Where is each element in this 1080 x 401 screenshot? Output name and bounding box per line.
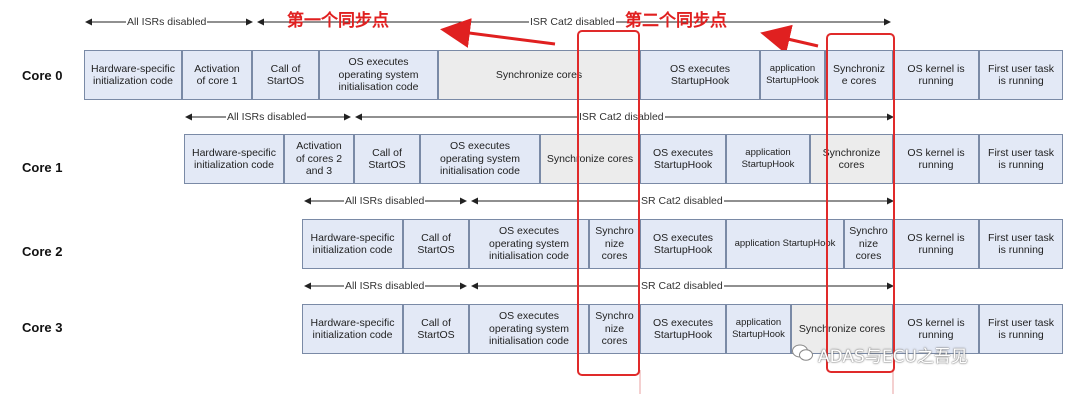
core-1-label: Core 1 [22,160,63,175]
core3-startuphook-block: OS executes StartupHook [640,304,726,354]
all-isrs-disabled-label-core3: All ISRs disabled [344,280,426,292]
core0-hw-init-block: Hardware-specific initialization code [84,50,182,100]
core3-hw-init-block: Hardware-specific initialization code [302,304,403,354]
core2-first-task-block: First user task is running [979,219,1063,269]
core0-sync-cores-2-block: Synchroniz e cores [825,50,893,100]
core3-os-init-block: OS executes operating system initialisat… [469,304,589,354]
core2-hw-init-block: Hardware-specific initialization code [302,219,403,269]
watermark-text: ADAS与ECU之吾见 [818,347,968,367]
core0-kernel-running-block: OS kernel is running [893,50,979,100]
core-0-label: Core 0 [22,68,63,83]
core1-os-init-block: OS executes operating system initialisat… [420,134,540,184]
core3-kernel-running-block: OS kernel is running [893,304,979,354]
sr-cat2-disabled-label-core2: SR Cat2 disabled [640,195,724,207]
core2-startuphook-block: OS executes StartupHook [640,219,726,269]
core2-sync-cores-2-block: Synchro nize cores [844,219,893,269]
sr-cat2-disabled-label-core3: SR Cat2 disabled [640,280,724,292]
all-isrs-disabled-label-core0: All ISRs disabled [126,16,208,28]
wechat-icon [792,344,814,362]
sync-point-1-callout: 第一个同步点 [287,11,389,31]
core1-kernel-running-block: OS kernel is running [893,134,979,184]
core3-call-startos-block: Call of StartOS [403,304,469,354]
core-2-label: Core 2 [22,244,63,259]
core0-activation-block: Activation of core 1 [182,50,252,100]
core0-startuphook-block: OS executes StartupHook [640,50,760,100]
all-isrs-disabled-label-core1: All ISRs disabled [226,111,308,123]
core1-call-startos-block: Call of StartOS [354,134,420,184]
core0-call-startos-block: Call of StartOS [252,50,319,100]
core0-app-startuphook-block: application StartupHook [760,50,825,100]
core1-app-startuphook-block: application StartupHook [726,134,810,184]
core2-app-startuphook-block: application StartupHook [726,219,844,269]
core3-sync-cores-1-block: Synchro nize cores [589,304,640,354]
core1-sync-cores-1-block: Synchronize cores [540,134,640,184]
core1-activation-block: Activation of cores 2 and 3 [284,134,354,184]
isr-cat2-disabled-label-core0: ISR Cat2 disabled [529,16,616,28]
core0-first-task-block: First user task is running [979,50,1063,100]
core3-sync-cores-2-block: Synchronize cores [791,304,893,354]
core2-kernel-running-block: OS kernel is running [893,219,979,269]
all-isrs-disabled-label-core2: All ISRs disabled [344,195,426,207]
core3-app-startuphook-block: application StartupHook [726,304,791,354]
core3-first-task-block: First user task is running [979,304,1063,354]
core1-first-task-block: First user task is running [979,134,1063,184]
core0-sync-cores-1-block: Synchronize cores [438,50,640,100]
core1-hw-init-block: Hardware-specific initialization code [184,134,284,184]
core-3-label: Core 3 [22,320,63,335]
core1-startuphook-block: OS executes StartupHook [640,134,726,184]
isr-cat2-disabled-label-core1: ISR Cat2 disabled [578,111,665,123]
core2-os-init-block: OS executes operating system initialisat… [469,219,589,269]
sync-point-1-highlight [577,30,640,376]
sync-point-2-highlight [826,33,895,373]
core0-os-init-block: OS executes operating system initialisat… [319,50,438,100]
core2-call-startos-block: Call of StartOS [403,219,469,269]
core1-sync-cores-2-block: Synchronize cores [810,134,893,184]
sync-point-2-callout: 第二个同步点 [625,11,727,31]
